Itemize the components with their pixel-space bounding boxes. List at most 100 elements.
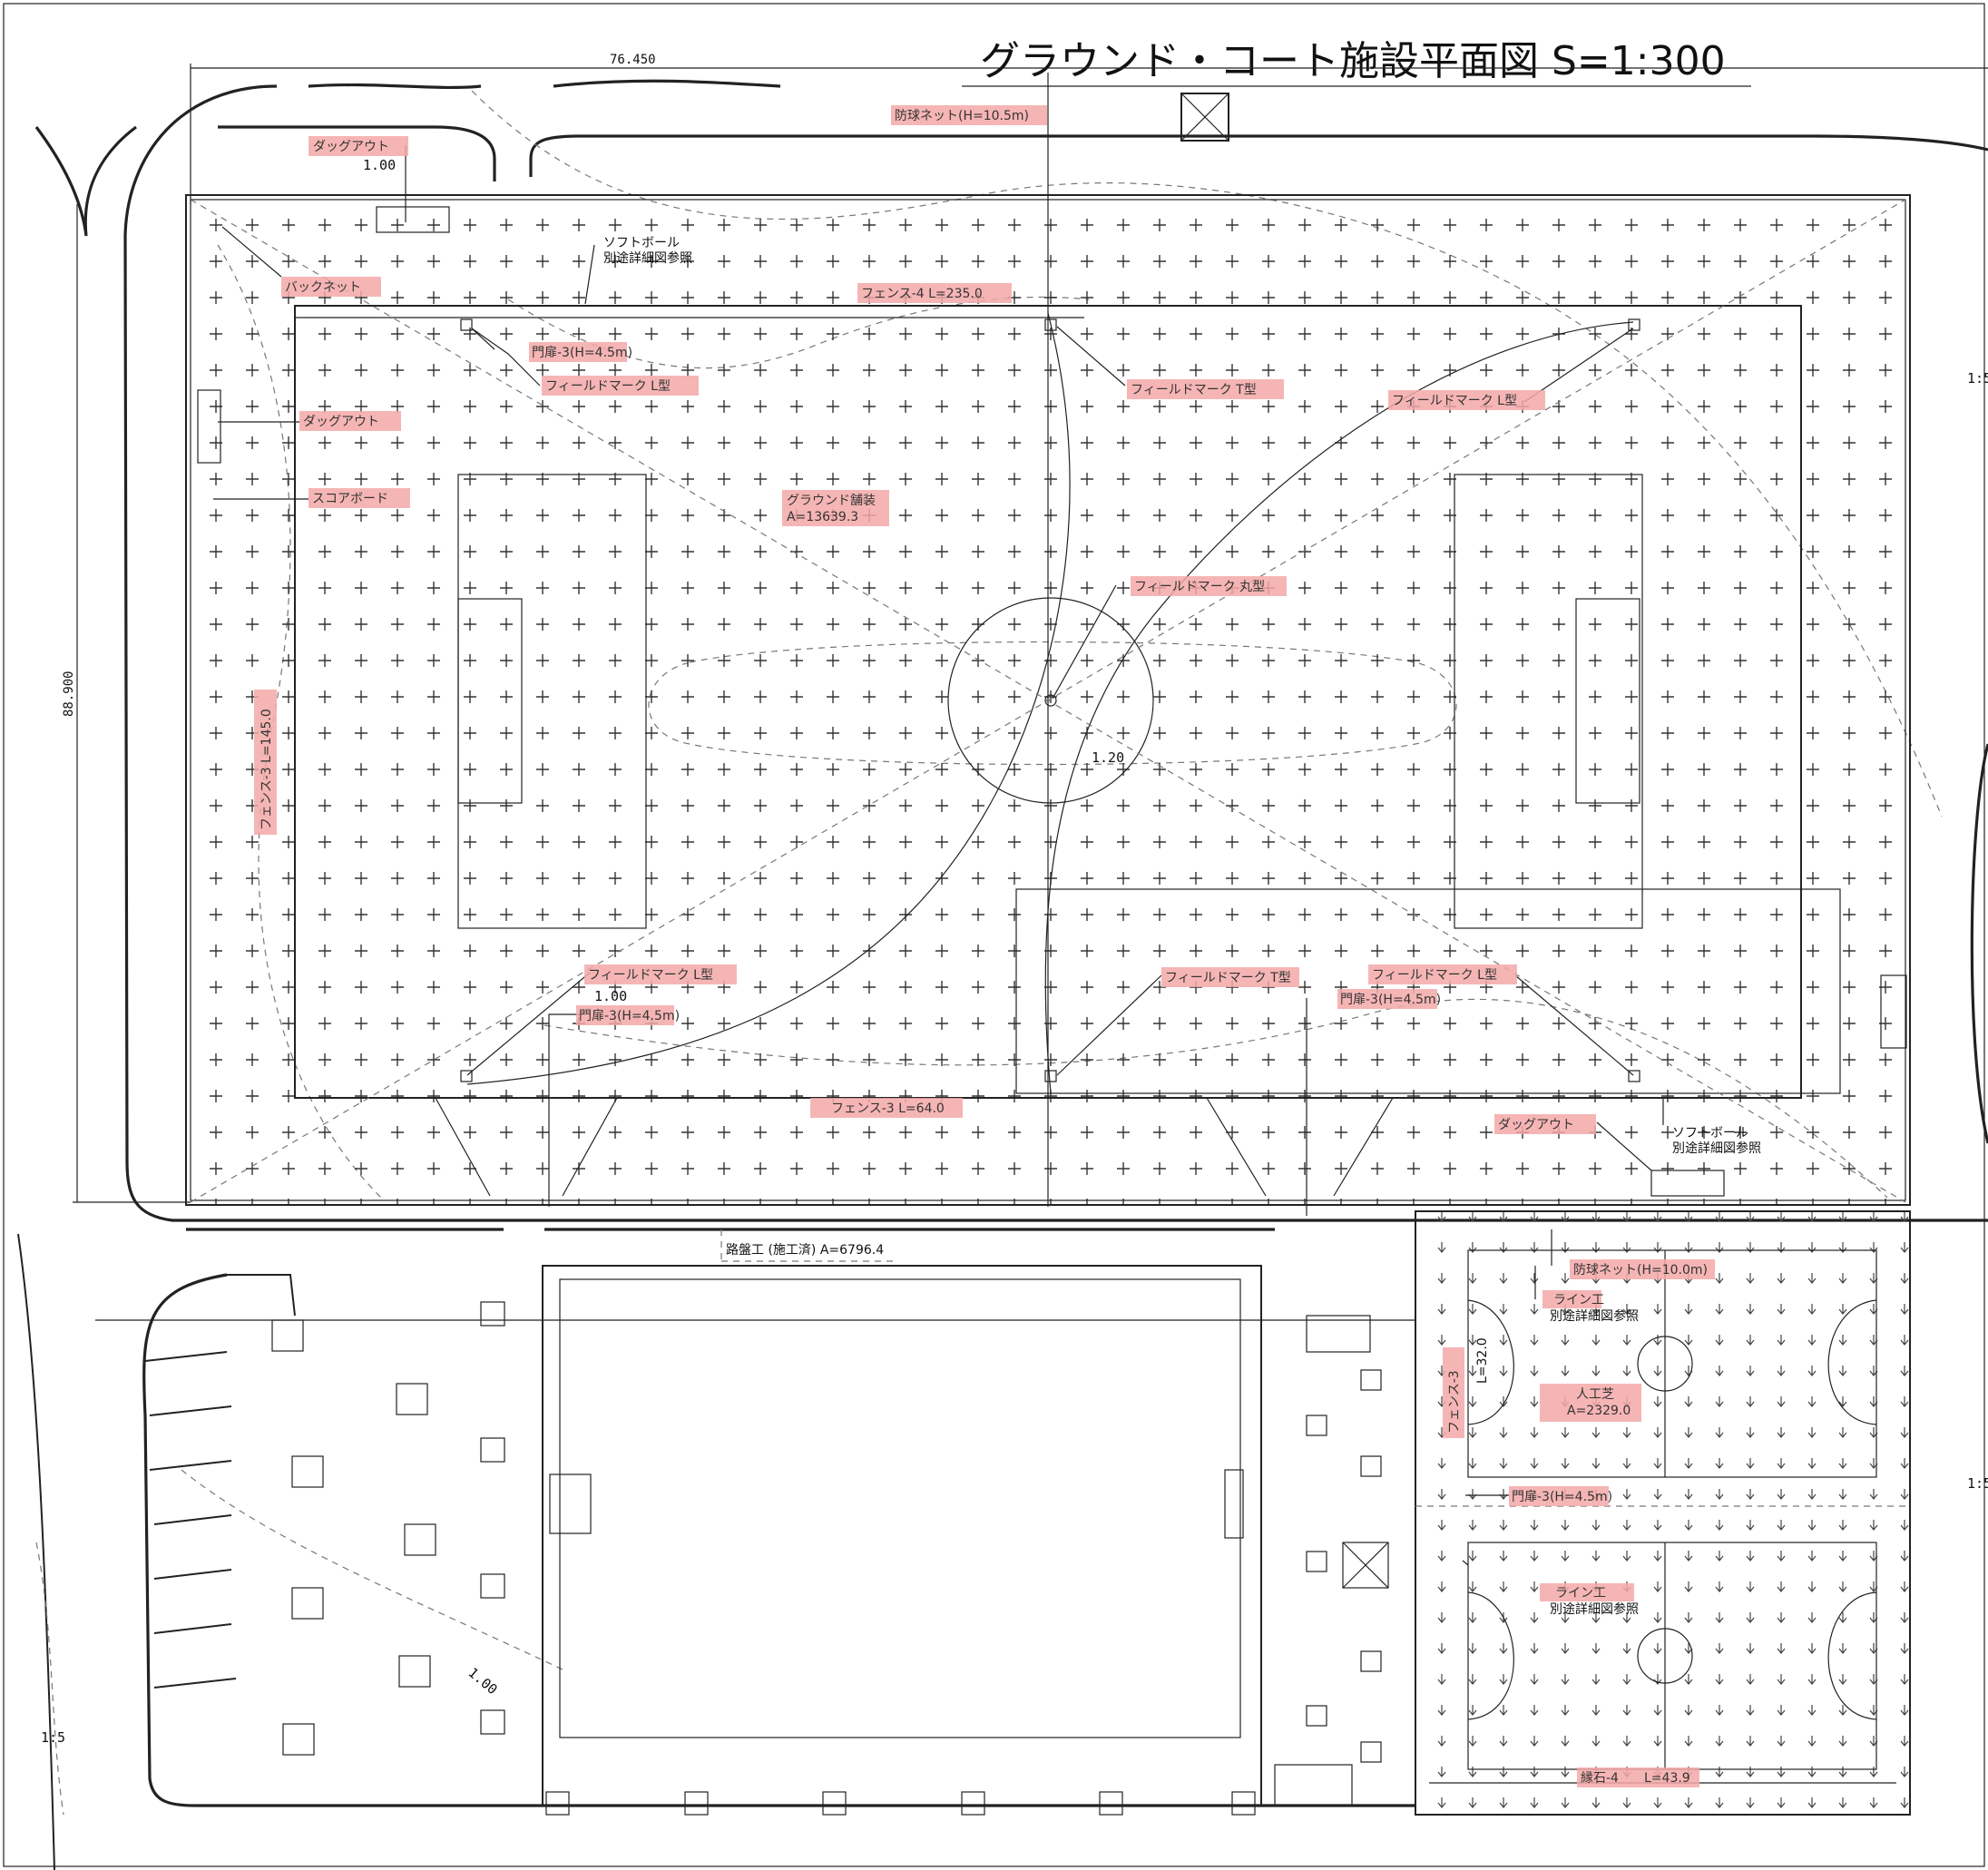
middle-court-outer xyxy=(542,1265,1262,1806)
label-box-scoreboard xyxy=(308,488,410,508)
softball-arc-right xyxy=(1044,321,1634,1094)
label-goal-top-left: 門扉-3(H=4.5m) xyxy=(532,346,632,360)
label-box-fence-top xyxy=(857,283,1012,303)
label-goal-bottom-left: 門扉-3(H=4.5m) xyxy=(579,1009,680,1023)
center-spot xyxy=(1044,694,1057,707)
label-softball-bottom-2: 別途詳細図参照 xyxy=(1672,1141,1761,1156)
label-field-mark-circle: フィールドマーク 丸型 xyxy=(1134,580,1265,594)
road-edge-left xyxy=(34,125,137,237)
field-mark-br xyxy=(1628,1070,1640,1082)
label-scoreboard: スコアボード xyxy=(312,492,388,506)
penalty-area-right xyxy=(1454,474,1643,929)
label-box-field-mark-br xyxy=(1368,964,1517,984)
label-line-work-2b: 別途詳細図参照 xyxy=(1550,1601,1639,1617)
label-line-work-1a: ライン工 xyxy=(1553,1293,1604,1307)
label-box-field-mark-circle xyxy=(1131,576,1287,596)
label-box-field-mark-bc xyxy=(1161,967,1299,987)
court-benches xyxy=(545,1791,1256,1816)
label-fence-top: フェンス-4 L=235.0 xyxy=(861,287,983,301)
bottom-gate-lines xyxy=(435,1097,1394,1197)
label-fence-bottom: フェンス-3 L=64.0 xyxy=(831,1101,945,1116)
drawing-title: グラウンド・コート施設平面図 S=1:300 xyxy=(980,38,1726,84)
slope-label-4: 1.00 xyxy=(465,1664,500,1698)
label-box-dugout-right xyxy=(1494,1114,1596,1134)
label-box-field-mark-tc xyxy=(1127,379,1284,399)
label-box-goal-top-left xyxy=(529,342,627,362)
dim-height: 88.900 xyxy=(62,671,76,717)
label-box-fence-left xyxy=(254,690,277,835)
label-box-field-mark-bl xyxy=(584,964,737,984)
middle-court-left-post xyxy=(549,1473,592,1534)
slope-label-5: 1:5 xyxy=(1967,370,1988,387)
label-box-field-mark-tr xyxy=(1388,390,1545,410)
label-field-mark-tl: フィールドマーク L型 xyxy=(545,379,671,394)
label-field-mark-tc: フィールドマーク T型 xyxy=(1131,383,1257,397)
field-mark-bl xyxy=(460,1070,473,1082)
middle-court-inner xyxy=(559,1278,1241,1738)
label-turf-2: A=2329.0 xyxy=(1567,1404,1631,1418)
futsal-area xyxy=(1415,1210,1911,1816)
slope-label-1: 1.00 xyxy=(363,157,396,173)
goal-area-left xyxy=(457,598,523,804)
dugout-box-right xyxy=(1880,974,1907,1049)
label-box-goal-court xyxy=(1509,1486,1609,1506)
middle-court-right-post xyxy=(1224,1469,1244,1539)
label-box-ground-area xyxy=(782,490,889,526)
contour-line-6 xyxy=(35,1542,64,1816)
goal-area-right xyxy=(1575,598,1640,804)
label-box-turf xyxy=(1540,1384,1641,1422)
site-boundary-outer xyxy=(123,84,1988,1222)
field-mark-tr xyxy=(1628,318,1640,331)
label-box-dugout-left xyxy=(299,411,401,431)
sheet-border xyxy=(3,3,1985,1867)
label-goal-court: 門扉-3(H=4.5m) xyxy=(1512,1490,1612,1504)
label-box-fence-bottom xyxy=(810,1098,963,1118)
futsal-x-box xyxy=(1342,1542,1389,1589)
label-field-mark-bl: フィールドマーク L型 xyxy=(588,968,713,983)
label-fence-court: フェンス-3 xyxy=(1447,1370,1462,1434)
label-curb-length: L=43.9 xyxy=(1644,1771,1690,1786)
label-turf-1: 人工芝 xyxy=(1576,1387,1614,1402)
road-edge-far-left xyxy=(17,1233,55,1870)
label-fence-left: フェンス-3 L=145.0 xyxy=(260,709,274,830)
futsal-side-structures xyxy=(1274,1315,1389,1806)
label-backstop-net: 防球ネット(H=10.5m) xyxy=(895,109,1029,123)
slope-label-2: 1.20 xyxy=(1092,749,1124,766)
slope-label-7: 1:5 xyxy=(41,1729,65,1746)
label-box-curb xyxy=(1577,1767,1699,1787)
label-curb: 縁石-4 xyxy=(1581,1771,1619,1786)
top-road-curb xyxy=(308,79,781,90)
label-box-court-net xyxy=(1570,1259,1715,1279)
slope-label-6: 1:5 xyxy=(1967,1475,1988,1492)
label-dugout-left: ダッグアウト xyxy=(303,415,379,429)
label-goal-bottom-right: 門扉-3(H=4.5m) xyxy=(1340,993,1441,1007)
label-dugout-right: ダッグアウト xyxy=(1498,1118,1574,1132)
top-structure xyxy=(1180,93,1229,142)
label-box-field-mark-tl xyxy=(542,376,699,396)
label-line-work-2a: ライン工 xyxy=(1555,1586,1606,1601)
futsal-court-1-circle xyxy=(1637,1336,1693,1392)
top-structure-x xyxy=(1180,93,1229,142)
leader-lines xyxy=(213,145,1664,1566)
label-softball-bottom-1: ソフトボール xyxy=(1672,1126,1748,1141)
label-box-goal-bottom-left xyxy=(576,1005,674,1025)
label-court-net: 防球ネット(H=10.0m) xyxy=(1573,1263,1708,1278)
label-ground-area-1: グラウンド舗装 xyxy=(787,494,876,508)
label-dugout-top: ダッグアウト xyxy=(313,140,389,154)
label-box-backstop-net xyxy=(891,105,1047,125)
label-roadbed: 路盤工 (施工済) A=6796.4 xyxy=(726,1243,884,1258)
drainage-diagonals xyxy=(190,199,1906,1203)
slope-label-3: 1.00 xyxy=(594,988,627,1004)
road-edge-top-2 xyxy=(218,125,496,181)
dugout-box-left xyxy=(197,389,221,464)
label-line-work-1b: 別途詳細図参照 xyxy=(1550,1308,1639,1324)
right-edge-curve xyxy=(1970,743,1988,1144)
softball-arc-left xyxy=(466,312,1071,1085)
futsal-court-2-arcs xyxy=(1467,1591,1877,1720)
futsal-court-1 xyxy=(1467,1249,1877,1478)
field-mark-tl xyxy=(460,318,473,331)
center-circle xyxy=(947,597,1154,804)
label-field-mark-br: フィールドマーク L型 xyxy=(1372,968,1497,983)
futsal-court-2-circle xyxy=(1637,1628,1693,1684)
